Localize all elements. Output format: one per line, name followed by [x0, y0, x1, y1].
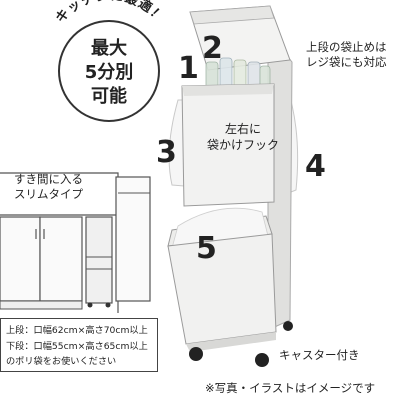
caster-back: [283, 321, 293, 331]
hook-callout: 左右に 袋かけフック: [207, 121, 279, 153]
badge-line-3: 可能: [91, 86, 127, 107]
top-bag-callout-line-1: 上段の袋止めは: [306, 40, 387, 54]
slim-callout-line-2: スリムタイプ: [14, 187, 83, 201]
max-5-sort-badge: 最大 5分別 可能: [58, 20, 160, 122]
slim-callout-line-1: すき間に入る: [14, 172, 83, 186]
lower-bin-front: [167, 233, 277, 345]
upper-bin-front: [181, 83, 275, 207]
caster-front-right: [255, 353, 269, 367]
number-1: 1: [178, 51, 199, 86]
badge-line-2: 5分別: [84, 62, 134, 83]
top-bag-callout: 上段の袋止めは レジ袋にも対応: [306, 40, 387, 70]
number-4: 4: [305, 149, 326, 184]
top-bag-callout-line-2: レジ袋にも対応: [306, 55, 387, 69]
bag-size-note-line-1: 上段：口幅62cm×高さ70cm以上: [6, 325, 148, 336]
number-3: 3: [156, 135, 177, 170]
caster-front-left: [189, 347, 203, 361]
bag-size-note-line-3: のポリ袋をお使いください: [6, 356, 117, 367]
caster-callout: キャスター付き: [279, 348, 360, 362]
bag-size-note: 上段：口幅62cm×高さ70cm以上 下段：口幅55cm×高さ65cm以上 のポ…: [0, 318, 158, 372]
hook-callout-line-2: 袋かけフック: [207, 138, 280, 152]
left-hook-bag: [168, 99, 187, 187]
hook-callout-line-1: 左右に: [224, 122, 261, 136]
bottles: [205, 57, 271, 89]
number-2: 2: [202, 31, 223, 66]
bag-size-note-line-2: 下段：口幅55cm×高さ65cm以上: [6, 340, 148, 352]
trash-bin-product-image: [167, 5, 299, 367]
slim-callout: すき間に入る スリムタイプ: [14, 172, 83, 202]
badge-line-1: 最大: [91, 38, 127, 59]
slim-gap-illustration: [0, 172, 151, 313]
image-disclaimer: ※写真・イラストはイメージです: [205, 381, 376, 395]
number-5: 5: [196, 231, 217, 266]
